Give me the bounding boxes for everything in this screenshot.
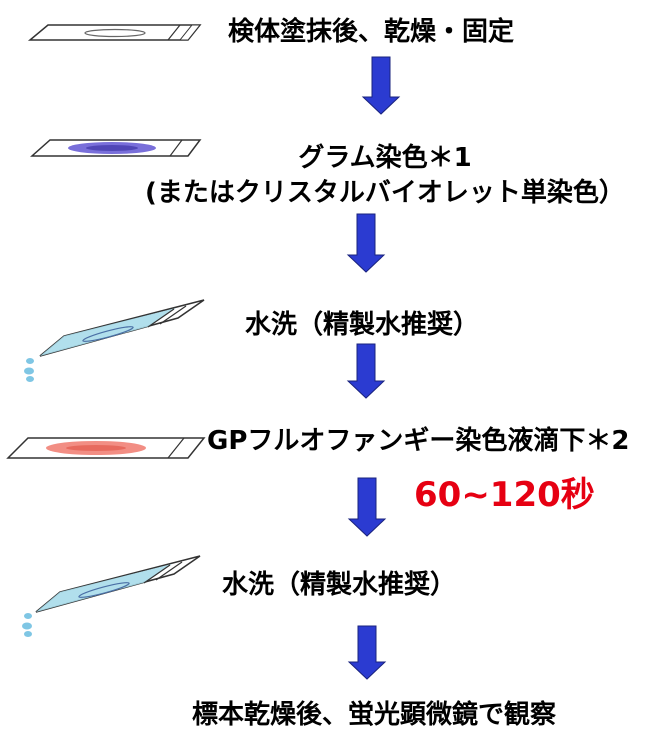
arrow-down-icon: [361, 56, 401, 115]
slide-icon: [27, 24, 202, 41]
step-2-label-line2: (またはクリスタルバイオレット単染色）: [145, 178, 625, 208]
step-4-label: GPフルオファンギー染色液滴下＊2: [207, 426, 630, 456]
step-5-label: 水洗（精製水推奨）: [222, 570, 457, 600]
arrow-down-icon-2: [346, 213, 386, 273]
step-3-label: 水洗（精製水推奨）: [245, 310, 480, 340]
arrow-down-icon-5: [347, 625, 387, 680]
step-6-label: 標本乾燥後、蛍光顕微鏡で観察: [192, 700, 557, 730]
arrow-down-icon-3: [346, 343, 386, 399]
tilted-slide-water-icon-2: [22, 555, 201, 637]
fluorescent-stained-slide-icon: [6, 437, 206, 459]
tilted-slide-water-icon: [24, 299, 205, 382]
stained-slide-icon: [30, 139, 202, 157]
arrow-down-icon-4: [347, 477, 387, 537]
step-2-label-line1: グラム染色＊1: [298, 143, 472, 173]
duration-label: 60~120秒: [414, 475, 595, 515]
step-1-label: 検体塗抹後、乾燥・固定: [228, 17, 515, 47]
